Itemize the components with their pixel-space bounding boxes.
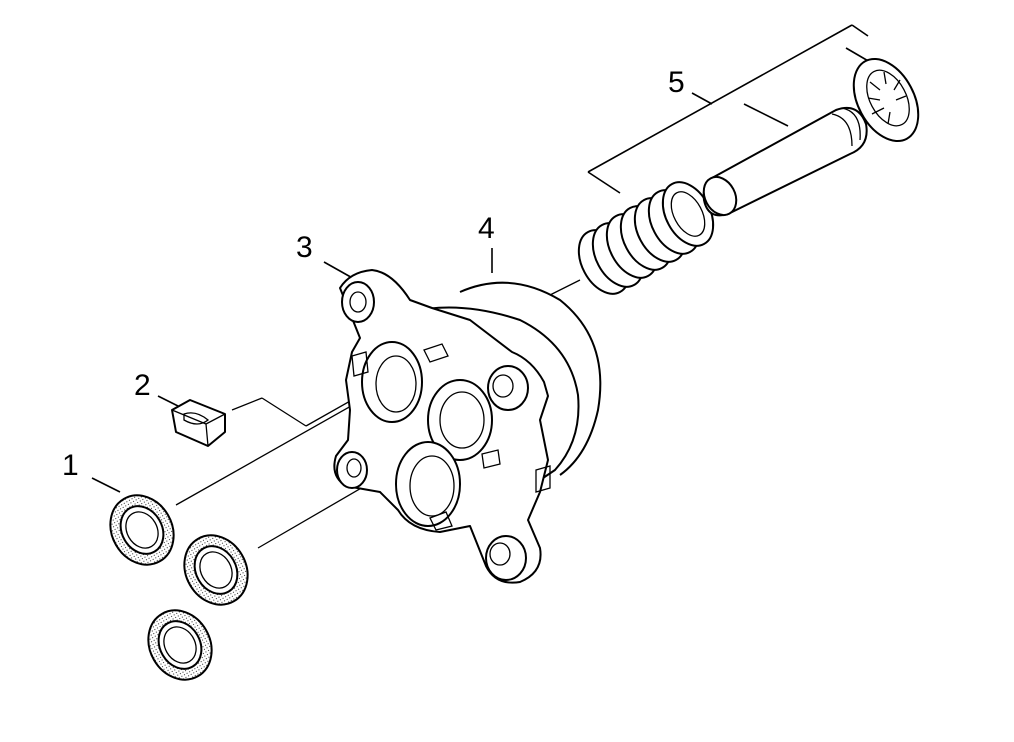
leader-5	[587, 24, 871, 194]
seal-ring-1	[109, 494, 175, 566]
callout-1: 1	[62, 449, 79, 482]
seal-ring-3	[147, 609, 213, 681]
leader-lines	[91, 24, 871, 493]
callout-2: 2	[134, 369, 151, 402]
retaining-washer	[852, 57, 920, 143]
leader-1	[91, 477, 121, 493]
piston-pin	[702, 106, 868, 217]
spring	[577, 181, 715, 295]
seal-ring-2	[183, 534, 249, 606]
callout-3: 3	[296, 231, 313, 264]
valve-housing	[333, 269, 580, 584]
callout-4: 4	[478, 212, 495, 245]
insert-block	[171, 399, 226, 447]
leader-2	[157, 395, 179, 407]
callout-5: 5	[668, 66, 685, 99]
